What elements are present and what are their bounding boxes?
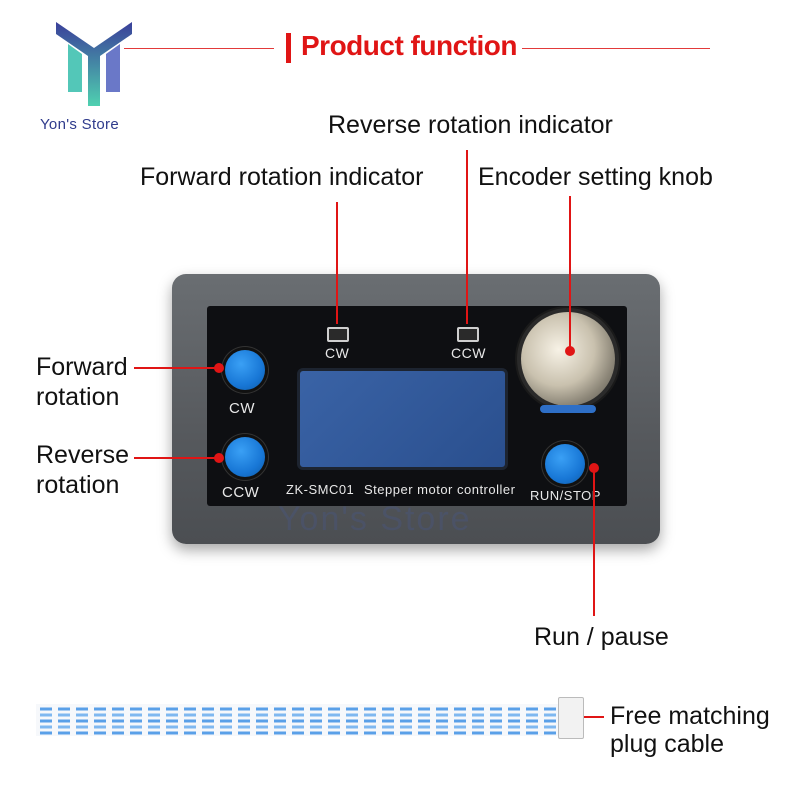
store-name: Yon's Store (40, 116, 119, 133)
callout-encoder-knob: Encoder setting knob (478, 163, 713, 191)
cw-marker-dot (214, 363, 224, 373)
led-ccw-label: CCW (451, 345, 486, 361)
leader-run-pause (593, 470, 595, 616)
callout-reverse-indicator: Reverse rotation indicator (328, 111, 613, 139)
cw-led-indicator (327, 327, 349, 342)
leader-reverse-indicator (466, 150, 468, 324)
run-marker-dot (589, 463, 599, 473)
run-stop-label: RUN/STOP (530, 488, 601, 503)
model-description: Stepper motor controller (364, 482, 516, 497)
page-title: Product function (301, 30, 517, 61)
lcd-display (297, 368, 508, 470)
callout-forward-rotation: Forward rotation (36, 353, 128, 411)
ccw-led-indicator (457, 327, 479, 342)
callout-run-pause: Run / pause (534, 623, 669, 651)
leader-forward-rotation (134, 367, 220, 369)
cw-button-label: CW (229, 400, 255, 417)
callout-reverse-rotation: Reverse rotation (36, 441, 130, 499)
cable-plug-connector (558, 697, 584, 739)
header-accent-bar (286, 33, 291, 63)
cw-button[interactable] (225, 350, 265, 390)
callout-cable: Free matching plug cable (610, 702, 770, 758)
led-cw-label: CW (325, 345, 350, 361)
ccw-button-label: CCW (222, 484, 260, 501)
model-label: ZK-SMC01 (286, 482, 355, 497)
watermark-text: Yon's Store (278, 500, 472, 538)
leader-cable (584, 716, 604, 718)
yt-logo-icon (56, 22, 132, 106)
header-divider-right (522, 48, 710, 49)
leader-forward-indicator (336, 202, 338, 324)
ribbon-cable (36, 704, 566, 736)
header-divider-left (124, 48, 274, 49)
callout-forward-indicator: Forward rotation indicator (140, 163, 424, 191)
ccw-button[interactable] (225, 437, 265, 477)
leader-reverse-rotation (134, 457, 220, 459)
encoder-knob[interactable] (521, 312, 615, 406)
knob-base-ring (540, 405, 596, 413)
knob-marker-dot (565, 346, 575, 356)
leader-encoder-knob (569, 196, 571, 352)
ccw-marker-dot (214, 453, 224, 463)
run-stop-button[interactable] (545, 444, 585, 484)
